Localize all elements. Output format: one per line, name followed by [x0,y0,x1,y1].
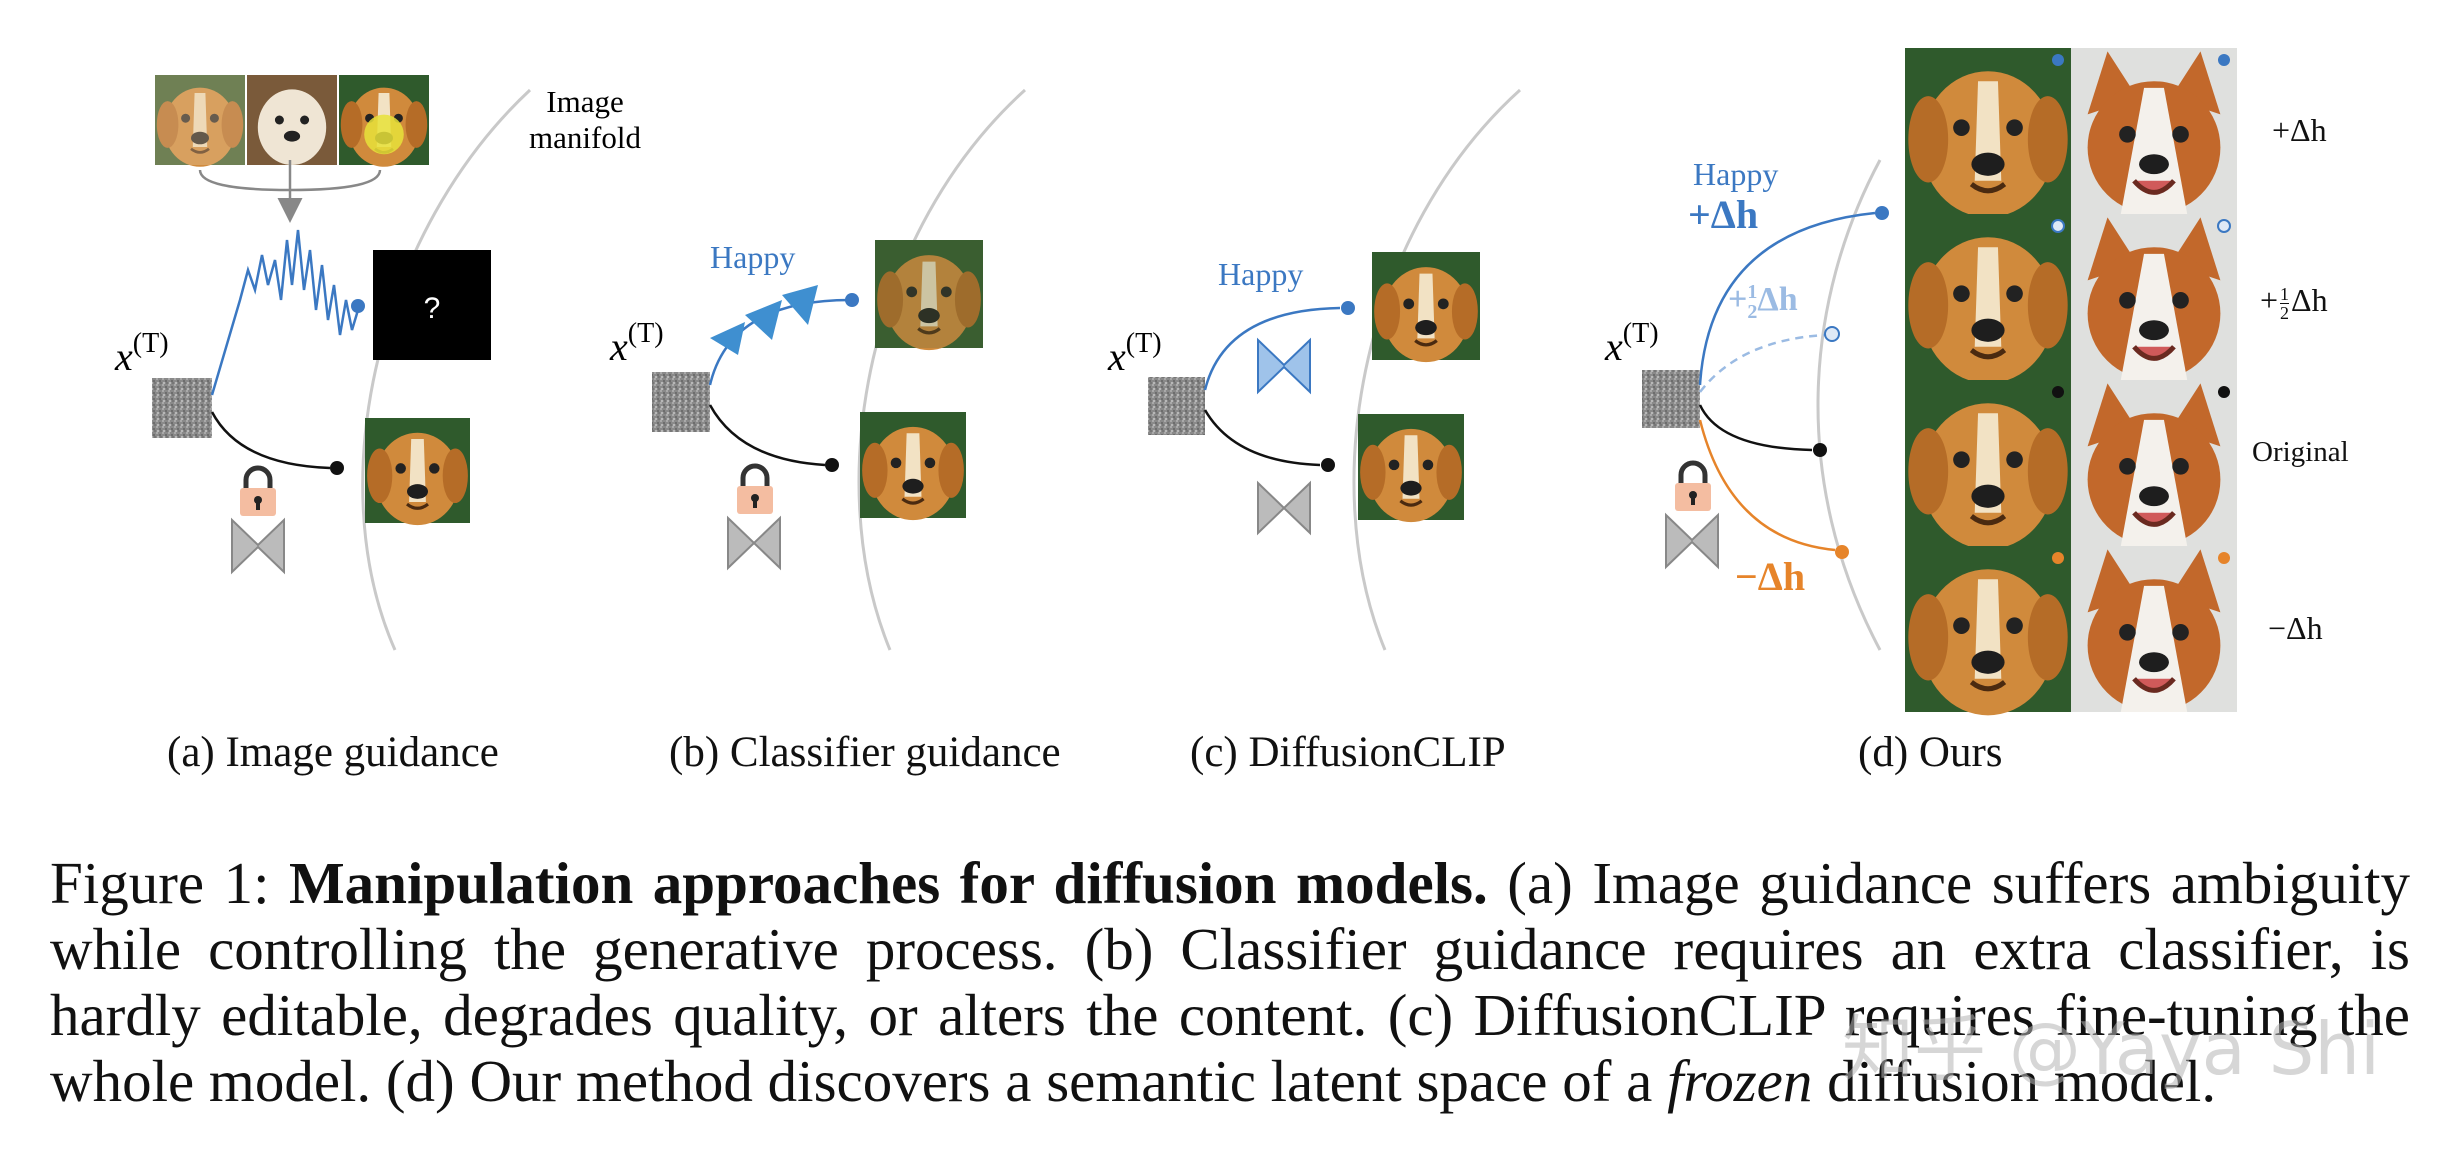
caption-bold: Manipulation approaches for diffusion mo… [289,850,1488,916]
panel-b: x(T) Happy [609,88,1027,651]
output-dog-c [1356,412,1466,524]
xT-label-b: x(T) [609,318,664,369]
lock-icon-d [1675,460,1711,511]
plain-path-a [210,411,331,470]
image-manifold-curve [361,88,532,651]
unknown-output-box [373,250,491,360]
guide-image-1 [153,73,247,169]
noisy-guidance-path [210,229,360,396]
output-dog-c-edited [1370,250,1482,364]
frozen-model-icon-d [1665,512,1719,570]
subfig-label-a: (a) Image guidance [167,729,499,776]
subfig-label-c: (c) DiffusionCLIP [1190,729,1506,776]
lock-icon [240,465,276,516]
output-dog-b [858,410,968,522]
endpoint-half [1824,326,1840,342]
xT-label-c: x(T) [1107,328,1162,379]
panel-a: x(T) ? Image manifold [114,73,641,651]
manifold-curve-d [1816,159,1882,651]
path-original [1698,404,1813,452]
result-grid [1905,48,2237,715]
lock-icon-b [737,463,773,514]
output-dog-b-edited [873,238,985,352]
finetuned-model-icon [1257,337,1311,395]
watermark-text: 知乎 @Yaya Shi [1841,1007,2380,1091]
endpoint-original [1813,443,1827,457]
figure-caption: Figure 1: Manipulation approaches for di… [50,850,2410,1114]
caption-italic: frozen [1667,1048,1813,1114]
classifier-icon [710,285,818,355]
noise-latent-a [152,378,212,438]
endpoint-minus [1835,545,1849,559]
endpoint-black-c [1321,458,1335,472]
panel-c: x(T) Happy [1107,88,1522,651]
endpoint-blue-b [845,293,859,307]
figure-1-diagram: x(T) ? Image manifold x(T) Happy [114,0,2450,800]
manifold-curve-c [1352,88,1522,651]
path-half [1699,333,1826,393]
output-dog-a [363,416,472,527]
guide-image-3 [337,73,431,169]
manifold-curve-b [857,88,1027,651]
caption-prefix: Figure 1: [50,850,289,916]
subfig-label-b: (b) Classifier guidance [669,729,1061,776]
xT-label-a: x(T) [114,328,169,379]
xT-label-d: x(T) [1604,318,1659,369]
endpoint-plus [1875,206,1889,220]
noise-latent-d [1642,370,1700,428]
plain-path-c [1203,409,1321,467]
frozen-model-icon [231,517,285,575]
plus-delta-h-label: +Δh [1688,192,1758,237]
path-minus [1698,419,1836,552]
path-plus [1698,211,1876,386]
manifold-label-a2: manifold [529,120,641,155]
frozen-model-icon-b [727,515,781,571]
guide-image-2 [247,75,337,165]
row-label-original: Original [2252,436,2349,468]
attr-label-d: Happy [1693,156,1778,192]
plain-path-b [708,404,826,467]
subfig-label-d: (d) Ours [1858,729,2003,776]
endpoint-black-b [825,458,839,472]
attr-label-b: Happy [710,239,795,275]
caption-text-2: diffusion model. [1812,1048,2217,1114]
noise-latent-c [1148,377,1205,435]
endpoint-black-a [330,461,344,475]
manifold-label-a1: Image [546,84,623,119]
unknown-mark: ? [424,292,441,325]
endpoint-blue-a [351,299,365,313]
frozen-model-icon-c [1257,480,1311,536]
attr-label-c: Happy [1218,256,1303,292]
endpoint-blue-c [1341,301,1355,315]
minus-delta-h-label: −Δh [1735,554,1805,599]
noise-latent-b [652,372,710,432]
row-label-minus: −Δh [2268,610,2323,646]
row-label-plus: +Δh [2272,112,2327,148]
caption-text-1: (a) Image guidance suffers ambiguity whi… [50,850,2411,1114]
